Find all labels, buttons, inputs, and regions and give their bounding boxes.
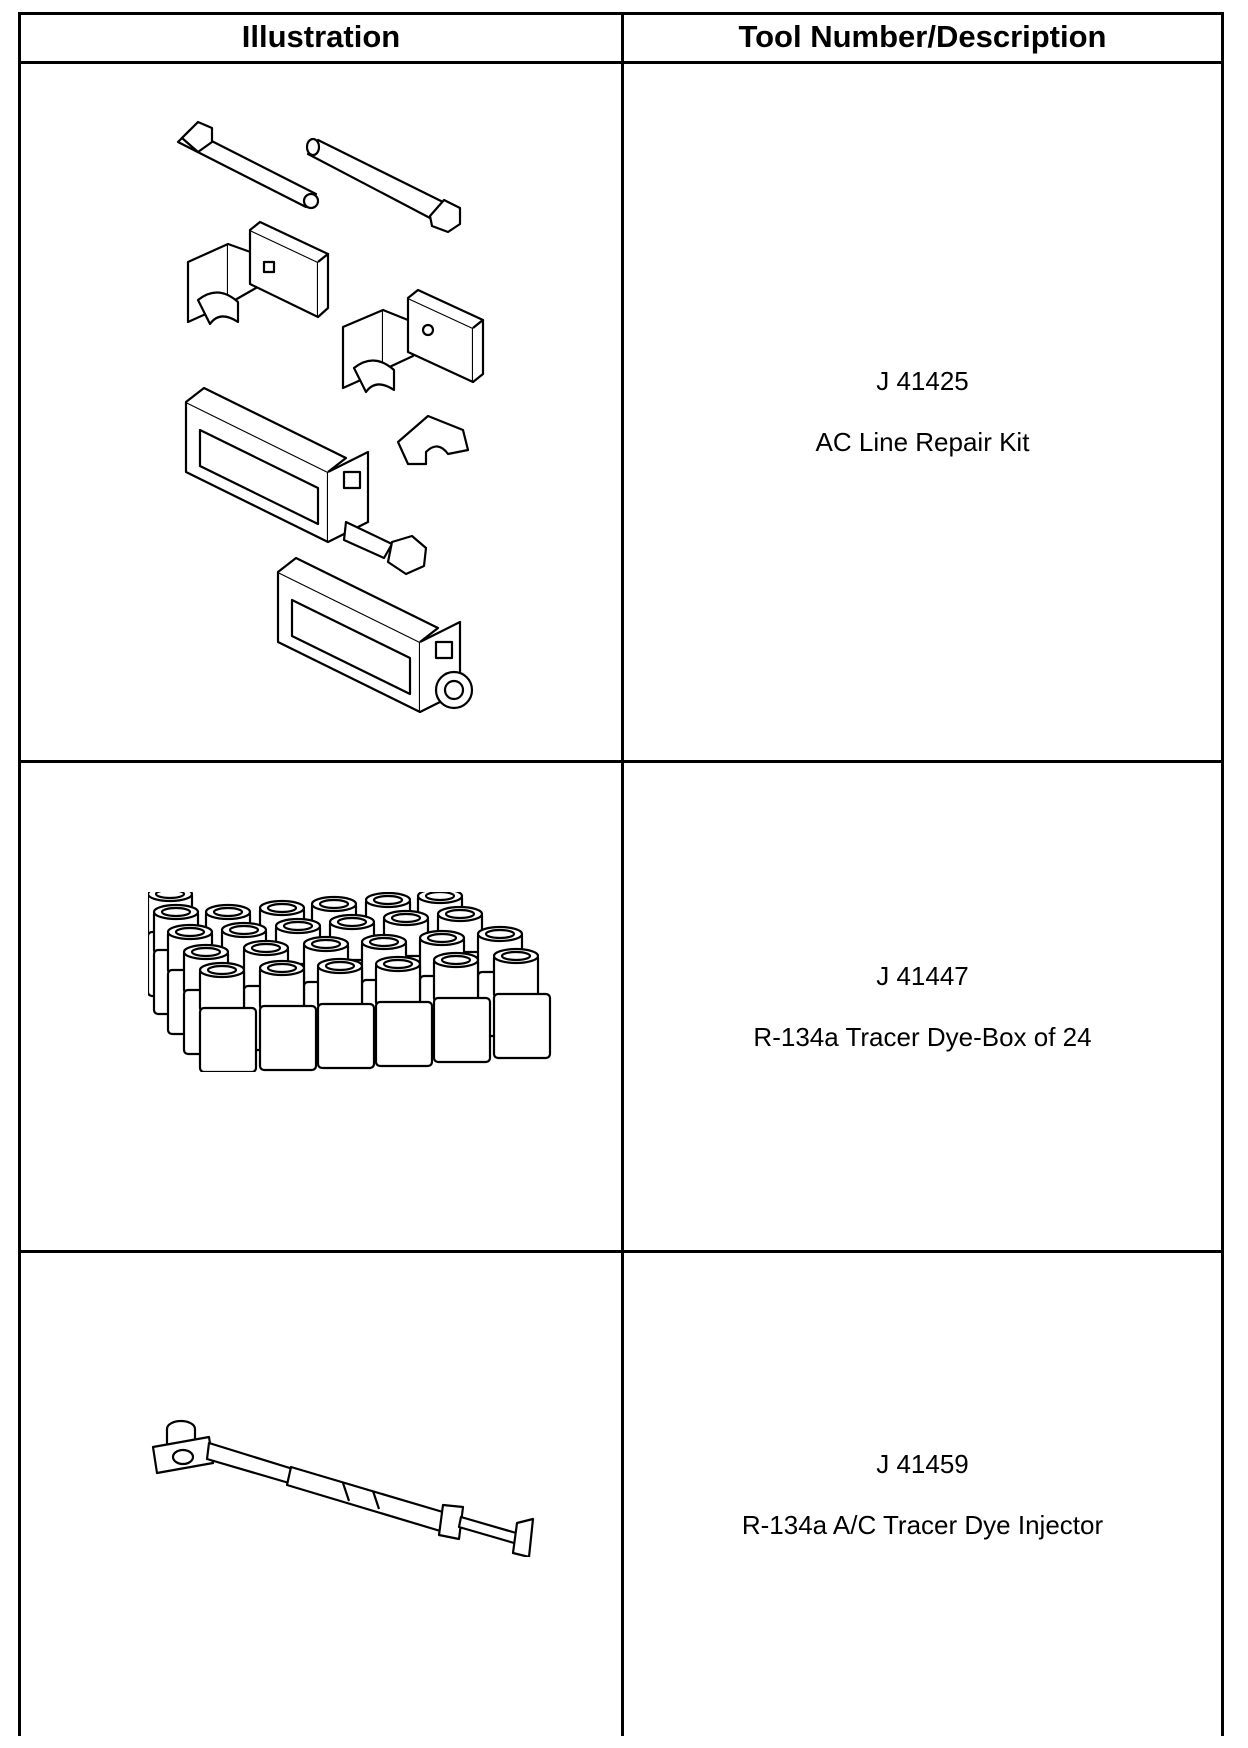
row-2-description-cell: J 41447 R-134a Tracer Dye-Box of 24 (624, 763, 1221, 1250)
row-3-description-cell: J 41459 R-134a A/C Tracer Dye Injector (624, 1253, 1221, 1736)
tool-description: R-134a A/C Tracer Dye Injector (741, 1509, 1104, 1540)
header-illustration: Illustration (241, 19, 401, 54)
tool-number: J 41459 (876, 1448, 969, 1479)
table-left-border (18, 12, 21, 1736)
tool-description: R-134a Tracer Dye-Box of 24 (753, 1021, 1092, 1052)
dye-injector-icon (143, 1407, 573, 1557)
tool-number: J 41447 (876, 960, 969, 991)
table-right-border (1221, 12, 1224, 1736)
row-1-description-cell: J 41425 AC Line Repair Kit (624, 64, 1221, 760)
tool-table: Illustration Tool Number/Description (18, 12, 1224, 1748)
tool-number: J 41425 (876, 366, 969, 396)
header-tool-number-description: Tool Number/Description (738, 19, 1107, 54)
column-divider (621, 12, 624, 1736)
tracer-dye-bottles-icon (148, 892, 568, 1074)
tool-description: AC Line Repair Kit (815, 427, 1030, 457)
ac-line-repair-kit-icon (168, 112, 528, 732)
